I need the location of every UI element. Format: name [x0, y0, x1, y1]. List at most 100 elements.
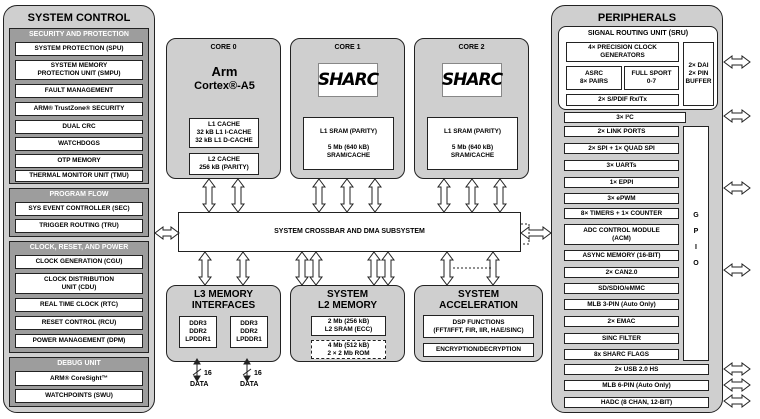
emac-block: 2× EMAC	[564, 316, 679, 327]
arm-brand: Arm	[211, 64, 238, 79]
core0-l1-cache: L1 CACHE 32 kB L1 I-CACHE 32 kB L1 D-CAC…	[189, 118, 259, 148]
swu-block: WATCHPOINTS (SWU)	[15, 389, 143, 403]
core2-crossbar-arrow	[437, 178, 451, 213]
external-io-arrow	[723, 362, 751, 376]
ddr-b-bus-slash	[242, 368, 252, 376]
program-flow-group: PROGRAM FLOW SYS EVENT CONTROLLER (SEC) …	[9, 188, 149, 237]
sru-title: SIGNAL ROUTING UNIT (SRU)	[587, 30, 689, 37]
l2-memory-title: SYSTEM L2 MEMORY	[317, 289, 378, 311]
can-block: 2× CAN2.0	[564, 267, 679, 278]
coresight-block: ARM® CoreSight™	[15, 371, 143, 386]
core0-title: CORE 0	[210, 44, 237, 51]
dsp-functions-block: DSP FUNCTIONS (FFT/IFFT, FIR, IIR, HAE/S…	[423, 315, 534, 338]
clock-reset-power-title: CLOCK, RESET, AND POWER	[29, 244, 129, 251]
sharc-flags-block: 8x SHARC FLAGS	[564, 349, 679, 360]
cdu-block: CLOCK DISTRIBUTION UNIT (CDU)	[15, 273, 143, 294]
sec-block: SYS EVENT CONTROLLER (SEC)	[15, 202, 143, 216]
mlb-6pin-block: MLB 6-PIN (Auto Only)	[564, 380, 709, 391]
ddr-a-bus-width: 16	[204, 370, 212, 377]
ddr-a-data-label: DATA	[190, 381, 209, 388]
crossbar-l3-arrow	[236, 251, 250, 286]
core1-panel: CORE 1 SHARC L1 SRAM (PARITY) 5 Mb (640 …	[290, 38, 405, 179]
ddr-a-data-arrowhead	[193, 375, 201, 382]
system-acceleration-title: SYSTEM ACCELERATION	[439, 289, 518, 311]
core1-title: CORE 1	[334, 44, 361, 51]
debug-unit-group: DEBUG UNIT ARM® CoreSight™ WATCHPOINTS (…	[9, 357, 149, 407]
smpu-block: SYSTEM MEMORY PROTECTION UNIT (SMPU)	[15, 60, 143, 80]
peripherals-panel: PERIPHERALS SIGNAL ROUTING UNIT (SRU) 4×…	[551, 5, 723, 413]
core0-l2-cache: L2 CACHE 256 kB (PARITY)	[189, 153, 259, 175]
gpio-letter: O	[693, 259, 699, 267]
core0-crossbar-arrow	[202, 178, 216, 213]
core1-crossbar-arrow	[312, 178, 326, 213]
dai-pin-buffer: 2× DAI 2× PIN BUFFER	[683, 42, 714, 106]
dual-crc-block: DUAL CRC	[15, 120, 143, 134]
external-io-arrow	[723, 109, 751, 123]
tru-block: TRIGGER ROUTING (TRU)	[15, 219, 143, 233]
usb-block: 2× USB 2.0 HS	[564, 364, 709, 375]
crossbar-acceleration-arrow	[486, 251, 500, 286]
epwm-block: 3× ePWM	[564, 193, 679, 204]
tmu-block: THERMAL MONITOR UNIT (TMU)	[15, 170, 143, 182]
cgu-block: CLOCK GENERATION (CGU)	[15, 255, 143, 269]
system-control-title: SYSTEM CONTROL	[27, 12, 131, 24]
uarts-block: 3× UARTs	[564, 160, 679, 171]
ddr-a-bus-slash	[192, 368, 202, 376]
security-group: SECURITY AND PROTECTION SYSTEM PROTECTIO…	[9, 28, 149, 184]
cortex-product: Cortex®-A5	[194, 79, 255, 92]
clock-reset-power-group: CLOCK, RESET, AND POWER CLOCK GENERATION…	[9, 241, 149, 353]
spdif-block: 2× S/PDIF Rx/Tx	[566, 94, 679, 106]
encryption-block: ENCRYPTION/DECRYPTION	[423, 343, 534, 357]
crossbar-acceleration-arrow	[440, 251, 454, 286]
async-memory-block: ASYNC MEMORY (16-BIT)	[564, 250, 679, 261]
external-io-arrow	[723, 378, 751, 392]
crossbar-l2-arrow	[367, 251, 381, 286]
l2-memory-panel: SYSTEM L2 MEMORY 2 Mb (256 kB) L2 SRAM (…	[290, 285, 405, 362]
sharc-logo: SHARC	[442, 63, 503, 97]
arm-cortex-logo: Arm Cortex®-A5	[187, 64, 262, 93]
timers-block: 8× TIMERS + 1× COUNTER	[564, 208, 679, 219]
full-sport-block: FULL SPORT 0-7	[624, 66, 679, 90]
hadc-block: HADC (8 CHAN, 12-BIT)	[564, 397, 709, 408]
eppi-block: 1× EPPI	[564, 177, 679, 188]
system-crossbar: SYSTEM CROSSBAR AND DMA SUBSYSTEM	[178, 212, 521, 252]
sd-sdio-emmc-block: SD/SDIO/eMMC	[564, 283, 679, 294]
peripherals-title: PERIPHERALS	[597, 12, 677, 24]
fault-management-block: FAULT MANAGEMENT	[15, 84, 143, 98]
core2-crossbar-arrow	[493, 178, 507, 213]
mlb-3pin-block: MLB 3-PIN (Auto Only)	[564, 299, 679, 310]
security-group-title: SECURITY AND PROTECTION	[29, 31, 129, 38]
external-io-arrow	[723, 263, 751, 277]
core1-l1-sram: L1 SRAM (PARITY) 5 Mb (640 kB) SRAM/CACH…	[303, 117, 394, 170]
trustzone-block: ARM® TrustZone® SECURITY	[15, 102, 143, 116]
external-io-arrow	[723, 55, 751, 69]
crossbar-peripherals-arrow	[520, 226, 552, 240]
crossbar-l3-arrow	[198, 251, 212, 286]
l2-rom-block: 4 Mb (512 kB) 2 × 2 Mb ROM	[311, 340, 386, 359]
core1-crossbar-arrow	[368, 178, 382, 213]
gpio-letter: G	[693, 211, 699, 219]
spi-block: 2× SPI + 1× QUAD SPI	[564, 143, 679, 154]
core2-title: CORE 2	[458, 44, 485, 51]
spu-block: SYSTEM PROTECTION (SPU)	[15, 42, 143, 56]
ddr-b-bus-width: 16	[254, 370, 262, 377]
acm-block: ADC CONTROL MODULE (ACM)	[564, 224, 679, 245]
core2-l1-sram: L1 SRAM (PARITY) 5 Mb (640 kB) SRAM/CACH…	[427, 117, 518, 170]
rcu-block: RESET CONTROL (RCU)	[15, 316, 143, 330]
program-flow-title: PROGRAM FLOW	[49, 191, 109, 198]
external-io-arrow	[723, 394, 751, 408]
ddr-a-data-arrowhead	[193, 358, 201, 365]
l3-memory-panel: L3 MEMORY INTERFACES DDR3 DDR2 LPDDR1 DD…	[166, 285, 281, 362]
otp-memory-block: OTP MEMORY	[15, 154, 143, 168]
crossbar-l2-arrow	[295, 251, 309, 286]
dashed-crossbar-link	[521, 223, 530, 245]
core0-panel: CORE 0 Arm Cortex®-A5 L1 CACHE 32 kB L1 …	[166, 38, 281, 179]
crossbar-l2-arrow	[309, 251, 323, 286]
precision-clock-generators: 4× PRECISION CLOCK GENERATORS	[566, 42, 679, 62]
system-acceleration-panel: SYSTEM ACCELERATION DSP FUNCTIONS (FFT/I…	[414, 285, 543, 362]
rtc-block: REAL TIME CLOCK (RTC)	[15, 298, 143, 312]
core1-crossbar-arrow	[340, 178, 354, 213]
i2c-block: 3× I²C	[564, 112, 686, 123]
link-ports-block: 2× LINK PORTS	[564, 126, 679, 137]
